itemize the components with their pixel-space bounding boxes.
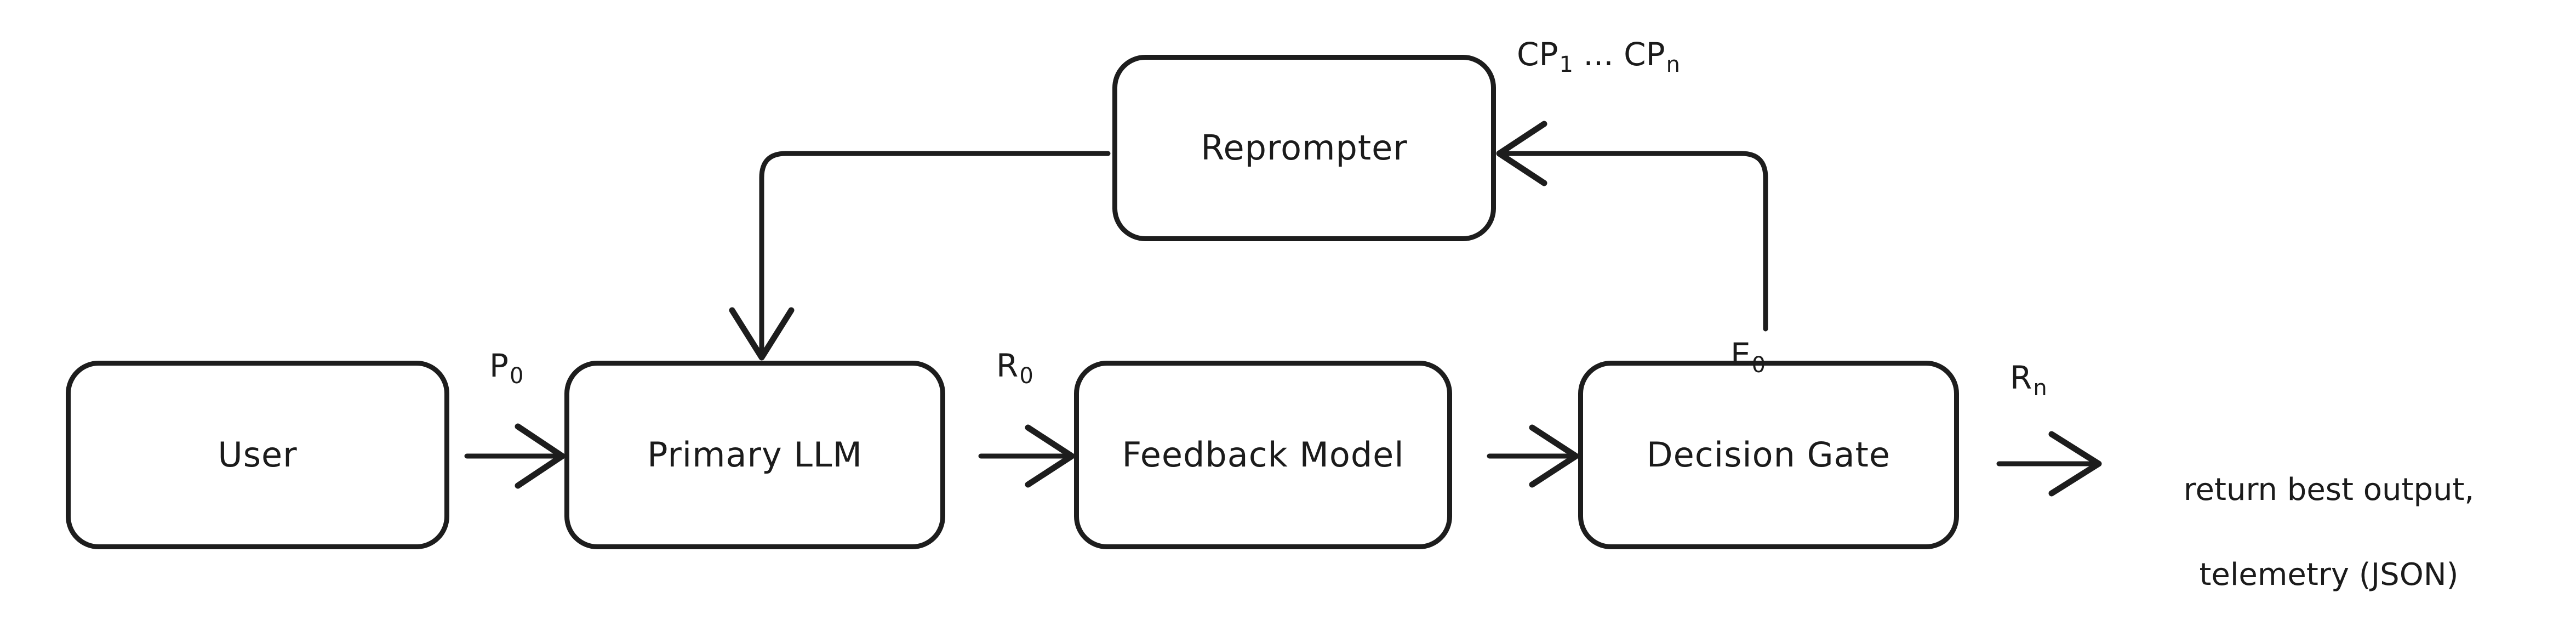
edge-feedback-model-to-decision-gate <box>1487 424 1579 488</box>
edge-reprompter-to-primary-llm <box>729 151 1111 361</box>
edge-label-e0: E0 <box>1730 339 1766 376</box>
edge-label-rn-base: R <box>2010 359 2032 396</box>
edge-label-e0-subscript: 0 <box>1751 352 1766 378</box>
edge-user-to-primary-llm <box>464 423 566 489</box>
edge-label-cp-first-base: CP <box>1517 36 1558 73</box>
node-decision-gate-label: Decision Gate <box>1646 435 1891 475</box>
edge-label-rn: Rn <box>2010 362 2047 399</box>
edge-label-cp-first-subscript: 1 <box>1559 52 1573 77</box>
edge-label-p0-base: P <box>489 347 509 384</box>
node-feedback-model[interactable]: Feedback Model <box>1074 361 1452 549</box>
edge-label-cp-last-subscript: n <box>1666 52 1680 77</box>
edge-decision-gate-to-reprompter <box>1496 121 1768 332</box>
edge-label-r0-subscript: 0 <box>1019 363 1033 389</box>
edge-label-rn-subscript: n <box>2033 375 2047 401</box>
edge-label-r0: R0 <box>996 350 1033 387</box>
edge-label-r0-base: R <box>996 347 1019 384</box>
edge-label-p0-subscript: 0 <box>509 363 524 389</box>
node-reprompter-label: Reprompter <box>1201 128 1408 168</box>
edge-primary-llm-to-feedback-model <box>978 424 1075 488</box>
node-user-label: User <box>218 435 298 475</box>
edge-label-cp-ellipsis: ... <box>1573 36 1624 73</box>
node-feedback-model-label: Feedback Model <box>1122 435 1404 475</box>
node-user[interactable]: User <box>66 361 449 549</box>
node-reprompter[interactable]: Reprompter <box>1112 55 1496 241</box>
output-note: return best output, telemetry (JSON) <box>2154 426 2504 638</box>
edge-label-cp-last-base: CP <box>1624 36 1665 73</box>
edge-decision-gate-to-output <box>1996 431 2102 497</box>
node-primary-llm-label: Primary LLM <box>647 435 863 475</box>
node-decision-gate[interactable]: Decision Gate <box>1578 361 1959 549</box>
edge-label-e0-base: E <box>1730 336 1751 373</box>
output-note-line-1: return best output, <box>2183 472 2475 508</box>
edge-label-checkpoints: CP1 ... CPn <box>1517 38 1680 76</box>
output-note-line-2: telemetry (JSON) <box>2199 556 2459 593</box>
node-primary-llm[interactable]: Primary LLM <box>564 361 945 549</box>
edge-label-p0: P0 <box>489 350 523 387</box>
